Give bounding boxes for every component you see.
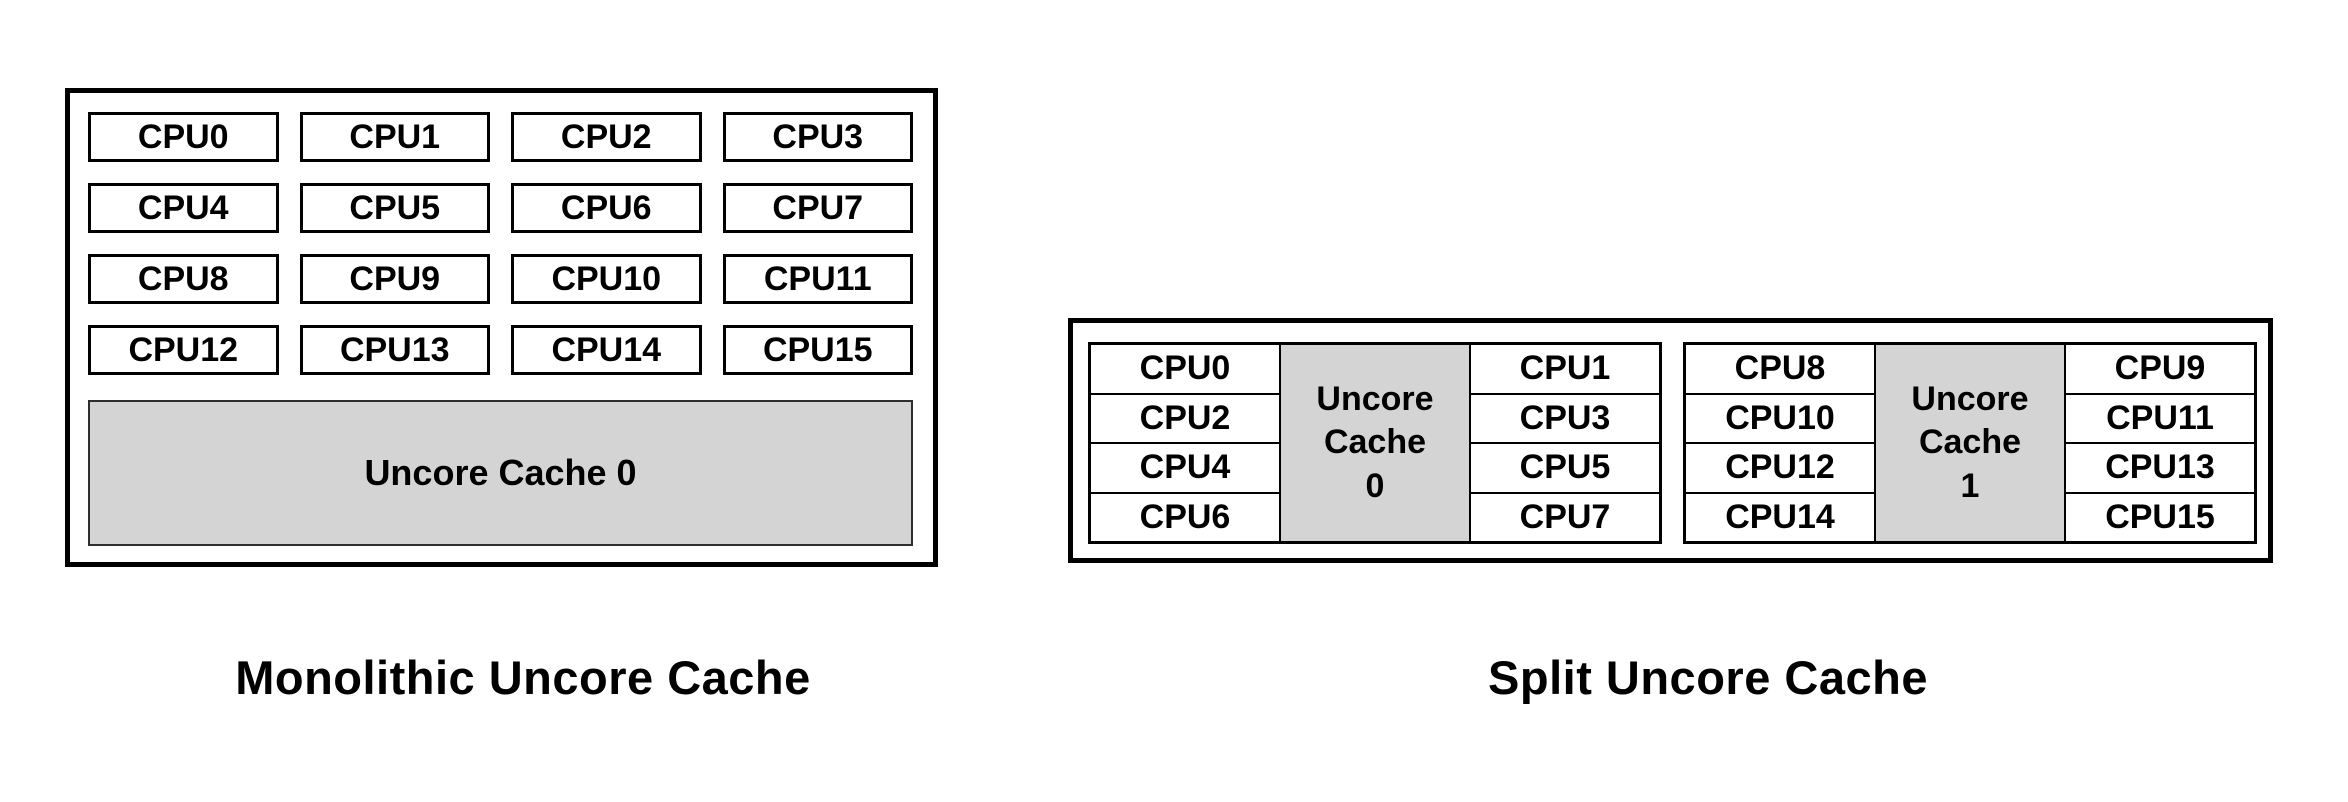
- cpu-cell: CPU14: [511, 325, 702, 375]
- cpu-cell: CPU13: [2066, 444, 2254, 492]
- cpu-cell: CPU11: [722, 254, 913, 304]
- cpu-cell: CPU10: [1686, 394, 1874, 442]
- cpu-cell: CPU7: [1471, 493, 1659, 541]
- cpu-cell: CPU1: [299, 112, 490, 162]
- cpu-cell: CPU2: [1091, 394, 1279, 442]
- cpu-cell: CPU12: [1686, 444, 1874, 492]
- split-cluster-0: CPU0 CPU2 CPU4 CPU6 Uncore Cache 0 CPU1 …: [1088, 342, 1662, 544]
- cpu-cell: CPU0: [1091, 345, 1279, 393]
- monolithic-cpu-grid: CPU0 CPU1 CPU2 CPU3 CPU4 CPU5 CPU6 CPU7 …: [88, 112, 913, 375]
- cpu-cell: CPU13: [299, 325, 490, 375]
- cpu-cell: CPU3: [1471, 394, 1659, 442]
- monolithic-caption: Monolithic Uncore Cache: [235, 651, 811, 704]
- cpu-cell: CPU5: [1471, 444, 1659, 492]
- cpu-cell: CPU9: [299, 254, 490, 304]
- cpu-cell: CPU8: [88, 254, 279, 304]
- uncore-cache-0-cell: Uncore Cache 0: [1281, 345, 1469, 541]
- split-caption: Split Uncore Cache: [1488, 651, 1928, 704]
- cpu-cell: CPU1: [1471, 345, 1659, 393]
- cpu-cell: CPU14: [1686, 493, 1874, 541]
- monolithic-chip-outline: CPU0 CPU1 CPU2 CPU3 CPU4 CPU5 CPU6 CPU7 …: [65, 88, 938, 567]
- cpu-cell: CPU8: [1686, 345, 1874, 393]
- split-chip-outline: CPU0 CPU2 CPU4 CPU6 Uncore Cache 0 CPU1 …: [1068, 318, 2273, 563]
- cpu-cell: CPU9: [2066, 345, 2254, 393]
- cpu-cell: CPU15: [2066, 493, 2254, 541]
- cpu-cell: CPU4: [1091, 444, 1279, 492]
- cpu-cell: CPU12: [88, 325, 279, 375]
- uncore-cache-1-cell: Uncore Cache 1: [1876, 345, 2064, 541]
- uncore-cache-0-box: Uncore Cache 0: [88, 400, 913, 546]
- cpu-cell: CPU11: [2066, 394, 2254, 442]
- cpu-cell: CPU7: [722, 183, 913, 233]
- split-cluster-1: CPU8 CPU10 CPU12 CPU14 Uncore Cache 1 CP…: [1683, 342, 2257, 544]
- cpu-cell: CPU10: [511, 254, 702, 304]
- cpu-cell: CPU6: [511, 183, 702, 233]
- cpu-cell: CPU5: [299, 183, 490, 233]
- cpu-cell: CPU2: [511, 112, 702, 162]
- cpu-cell: CPU3: [722, 112, 913, 162]
- cpu-cell: CPU15: [722, 325, 913, 375]
- cpu-cell: CPU0: [88, 112, 279, 162]
- cpu-cell: CPU4: [88, 183, 279, 233]
- cpu-cell: CPU6: [1091, 493, 1279, 541]
